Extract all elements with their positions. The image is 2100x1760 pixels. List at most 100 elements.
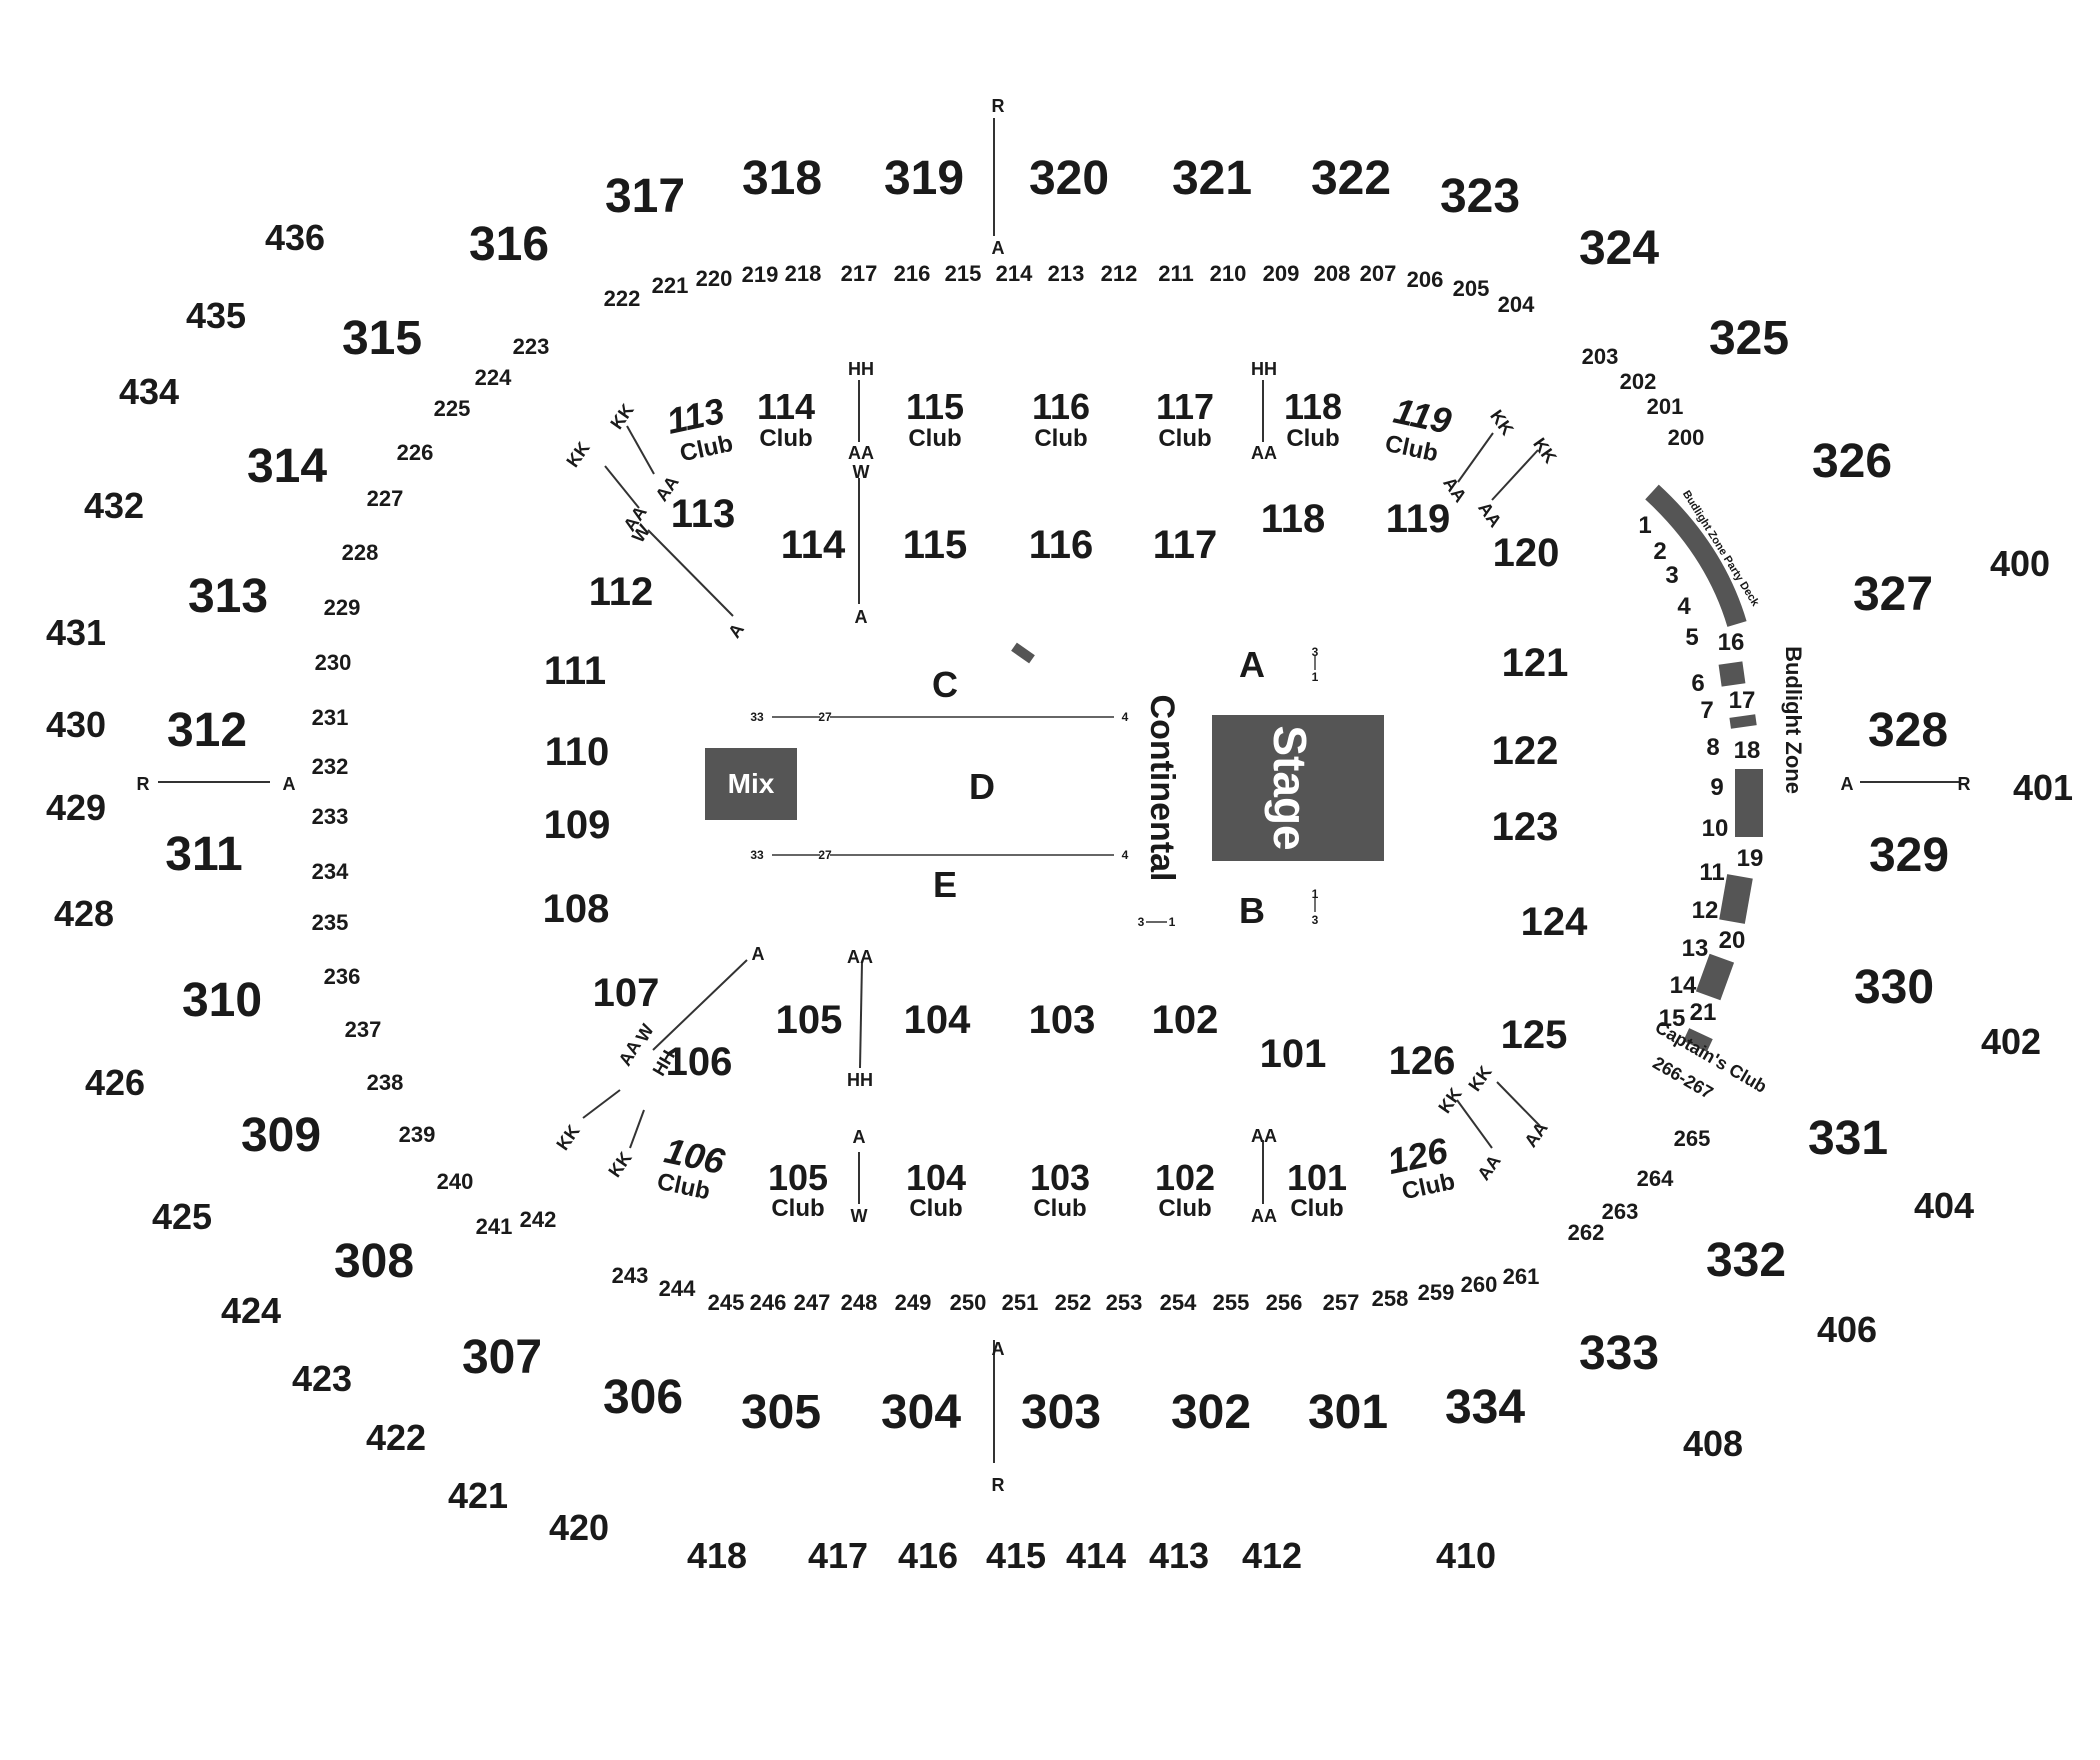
section-112: 112	[589, 570, 654, 614]
budlight-section-3: 3	[1665, 562, 1678, 589]
budlight-section-20: 20	[1719, 927, 1746, 954]
party-deck-shape	[1645, 484, 1747, 627]
section-302: 302	[1171, 1386, 1251, 1439]
section-216: 216	[894, 261, 931, 286]
section-236: 236	[324, 964, 361, 989]
svg-text:4: 4	[1122, 710, 1129, 724]
floor-section-b: B	[1239, 890, 1265, 931]
section-227: 227	[367, 486, 404, 511]
section-242: 242	[520, 1207, 557, 1232]
section-303: 303	[1021, 1386, 1101, 1439]
section-219: 219	[742, 262, 779, 287]
section-122: 122	[1492, 729, 1559, 773]
svg-text:115: 115	[906, 386, 964, 427]
svg-text:114: 114	[757, 386, 815, 427]
budlight-section-21: 21	[1690, 999, 1717, 1026]
section-241: 241	[476, 1214, 513, 1239]
section-244: 244	[659, 1276, 696, 1301]
stage-block	[1212, 715, 1384, 861]
section-308: 308	[334, 1235, 414, 1288]
budlight-zone-label: Budlight Zone	[1781, 646, 1806, 794]
section-301: 301	[1308, 1386, 1388, 1439]
svg-text:Club: Club	[1290, 1195, 1343, 1222]
section-331: 331	[1808, 1112, 1888, 1165]
section-310: 310	[182, 974, 262, 1027]
section-104: 104	[904, 998, 971, 1042]
section-201: 201	[1647, 394, 1684, 419]
section-311: 311	[165, 828, 242, 881]
section-418: 418	[687, 1535, 747, 1576]
section-309: 309	[241, 1109, 321, 1162]
svg-text:1: 1	[1312, 887, 1319, 901]
section-262: 262	[1568, 1220, 1605, 1245]
svg-text:Club: Club	[1034, 425, 1087, 452]
mix-label: Mix	[728, 768, 775, 799]
section-304: 304	[881, 1386, 961, 1439]
section-401: 401	[2013, 767, 2073, 808]
section-429: 429	[46, 787, 106, 828]
svg-text:27: 27	[818, 710, 832, 724]
row-marker: A	[1841, 774, 1854, 794]
section-214: 214	[996, 261, 1033, 286]
aisle-lines	[158, 118, 1960, 1463]
budlight-section-10: 10	[1702, 815, 1729, 842]
section-251: 251	[1002, 1290, 1039, 1315]
section-434: 434	[119, 371, 179, 412]
section-206: 206	[1407, 267, 1444, 292]
section-425: 425	[152, 1196, 212, 1237]
budlight-section-13: 13	[1682, 935, 1709, 962]
section-215: 215	[945, 261, 982, 286]
section-237: 237	[345, 1017, 382, 1042]
section-404: 404	[1914, 1185, 1974, 1226]
row-marker: AA	[1251, 1206, 1277, 1226]
section-126: 126	[1389, 1039, 1456, 1083]
section-223: 223	[513, 334, 550, 359]
floor-marker-block	[1011, 642, 1035, 664]
section-416: 416	[898, 1535, 958, 1576]
svg-text:117: 117	[1156, 386, 1214, 427]
svg-text:Club: Club	[908, 425, 961, 452]
section-238: 238	[367, 1070, 404, 1095]
section-322: 322	[1311, 152, 1391, 205]
floor-section-a: A	[1239, 644, 1265, 685]
club-labels: 113 Club 114 Club 115 Club 116 Club 117 …	[655, 386, 1458, 1222]
section-400: 400	[1990, 543, 2050, 584]
section-306: 306	[603, 1371, 683, 1424]
svg-text:105: 105	[768, 1157, 828, 1198]
section-101: 101	[1260, 1032, 1327, 1076]
row-marker: AA	[615, 1037, 645, 1070]
section-412: 412	[1242, 1535, 1302, 1576]
section-315: 315	[342, 312, 422, 365]
section-208: 208	[1314, 261, 1351, 286]
section-265: 265	[1674, 1126, 1711, 1151]
section-334: 334	[1445, 1381, 1525, 1434]
section-230: 230	[315, 650, 352, 675]
section-243: 243	[612, 1263, 649, 1288]
budlight-section-15: 15	[1659, 1005, 1686, 1032]
budlight-section-12: 12	[1692, 897, 1719, 924]
section-108: 108	[543, 887, 610, 931]
section-321: 321	[1172, 152, 1252, 205]
section-252: 252	[1055, 1290, 1092, 1315]
svg-text:Club: Club	[1158, 425, 1211, 452]
svg-text:4: 4	[1122, 848, 1129, 862]
section-316: 316	[469, 218, 549, 271]
budlight-section-11: 11	[1699, 859, 1724, 886]
floor-section-e: E	[933, 864, 957, 905]
section-414: 414	[1066, 1535, 1126, 1576]
row-marker: KK	[1529, 434, 1560, 467]
row-marker: R	[992, 1475, 1005, 1495]
section-253: 253	[1106, 1290, 1143, 1315]
section-210: 210	[1210, 261, 1247, 286]
svg-text:Club: Club	[771, 1195, 824, 1222]
section-260: 260	[1461, 1272, 1498, 1297]
svg-text:118: 118	[1284, 386, 1342, 427]
budlight-zone-decks	[1645, 484, 1763, 1052]
section-220: 220	[696, 266, 733, 291]
section-203: 203	[1582, 344, 1619, 369]
svg-text:Club: Club	[1286, 425, 1339, 452]
section-326: 326	[1812, 435, 1892, 488]
section-102: 102	[1152, 998, 1219, 1042]
row-marker: A	[724, 619, 748, 641]
